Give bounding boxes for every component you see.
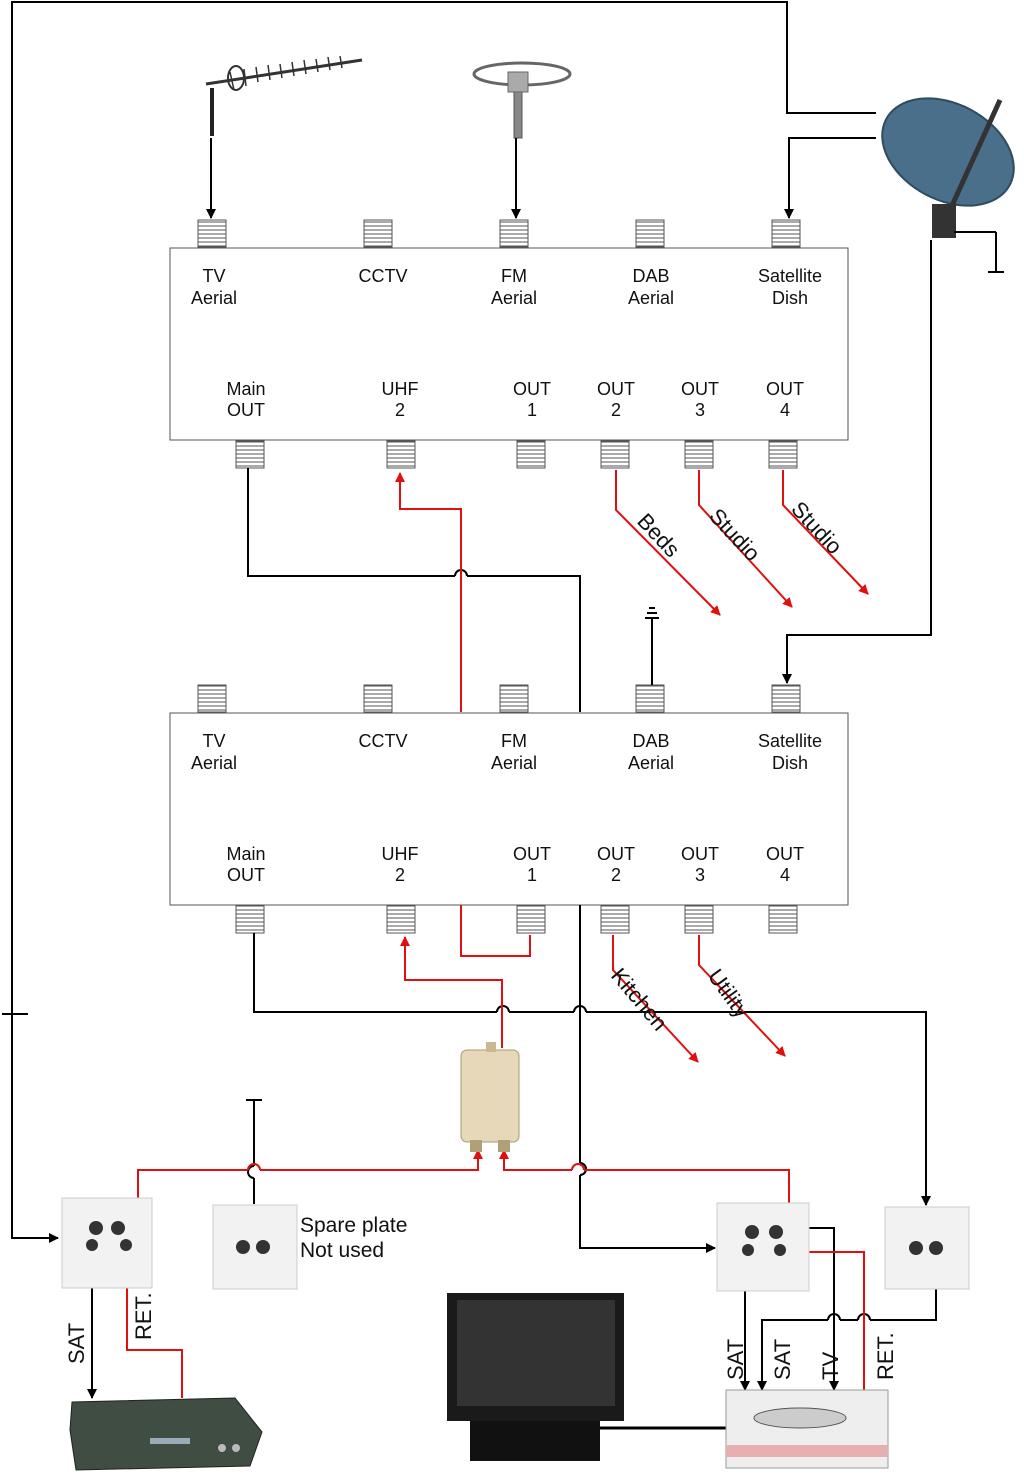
input-label: DAB — [632, 731, 669, 751]
output-label: UHF — [382, 379, 419, 399]
input-label: Aerial — [491, 753, 537, 773]
output-label: Main — [226, 844, 265, 864]
input-label: DAB — [632, 266, 669, 286]
output-label: OUT — [681, 379, 719, 399]
spare-plate-note: Spare plate — [300, 1214, 407, 1237]
input-label: Satellite — [758, 266, 822, 286]
input-label: Aerial — [191, 288, 237, 308]
output-label: 2 — [611, 865, 621, 885]
multiswitch-top-input-connectors — [197, 219, 801, 248]
input-label: Aerial — [491, 288, 537, 308]
input-label: TV — [202, 266, 225, 286]
cable-label-sat: SAT — [64, 1323, 89, 1364]
output-label: OUT — [766, 379, 804, 399]
output-label: OUT — [597, 844, 635, 864]
multiswitch-top — [169, 247, 849, 441]
input-label: Aerial — [628, 288, 674, 308]
multiswitch-top-output-connectors — [235, 440, 798, 469]
output-label: 2 — [395, 865, 405, 885]
multiswitch-top-labels: TV Aerial CCTV FM Aerial DAB Aerial Sate… — [191, 266, 822, 420]
fm-aerial-icon — [472, 61, 572, 139]
output-label: UHF — [382, 844, 419, 864]
cable-label-sat: SAT — [723, 1339, 748, 1380]
output-label: 4 — [780, 865, 790, 885]
output-label: OUT — [681, 844, 719, 864]
cable-label-tv: TV — [818, 1352, 843, 1380]
input-label: Aerial — [628, 753, 674, 773]
input-label: FM — [501, 266, 527, 286]
output-label: 2 — [611, 400, 621, 420]
input-label: Dish — [772, 753, 808, 773]
output-label: 2 — [395, 400, 405, 420]
wall-plate-right-tv — [884, 1206, 970, 1290]
satellite-receiver-left-icon — [69, 1397, 263, 1471]
room-label-kitchen: Kitchen — [606, 963, 672, 1035]
output-label: 1 — [527, 865, 537, 885]
room-label-utility: Utility — [703, 964, 755, 1022]
diplexer-icon — [460, 1042, 520, 1152]
wall-plate-right-sat — [716, 1202, 810, 1292]
output-label: OUT — [766, 844, 804, 864]
input-label: Aerial — [191, 753, 237, 773]
wall-plate-spare — [212, 1204, 298, 1290]
multiswitch-bottom-labels: TV Aerial CCTV FM Aerial DAB Aerial Sate… — [191, 731, 822, 885]
multiswitch-bottom-input-connectors — [197, 684, 801, 713]
output-label: 3 — [695, 400, 705, 420]
multiswitch-bottom-output-connectors — [235, 905, 798, 934]
room-label-studio: Studio — [786, 496, 847, 559]
wall-plate-left — [61, 1197, 153, 1289]
output-label: OUT — [513, 844, 551, 864]
input-label: CCTV — [359, 731, 408, 751]
satellite-dish-icon — [881, 97, 1015, 273]
satellite-receiver-right-icon — [725, 1389, 889, 1469]
multiswitch-bottom — [169, 712, 849, 906]
output-label: OUT — [513, 379, 551, 399]
cable-label-sat: SAT — [770, 1339, 795, 1380]
output-label: OUT — [597, 379, 635, 399]
input-label: Dish — [772, 288, 808, 308]
output-label: OUT — [227, 400, 265, 420]
output-label: OUT — [227, 865, 265, 885]
output-label: Main — [226, 379, 265, 399]
input-label: CCTV — [359, 266, 408, 286]
return-cables — [122, 470, 869, 1398]
input-label: FM — [501, 731, 527, 751]
television-icon — [447, 1293, 624, 1461]
input-label: Satellite — [758, 731, 822, 751]
coax-cables — [2, 1, 937, 1430]
tv-aerial-icon — [205, 55, 363, 136]
output-label: 4 — [780, 400, 790, 420]
cable-label-ret: RET. — [873, 1332, 898, 1380]
input-label: TV — [202, 731, 225, 751]
output-label: 1 — [527, 400, 537, 420]
spare-plate-note: Not used — [300, 1239, 384, 1262]
cable-label-ret: RET. — [131, 1292, 156, 1340]
room-label-studio: Studio — [704, 503, 765, 566]
output-label: 3 — [695, 865, 705, 885]
